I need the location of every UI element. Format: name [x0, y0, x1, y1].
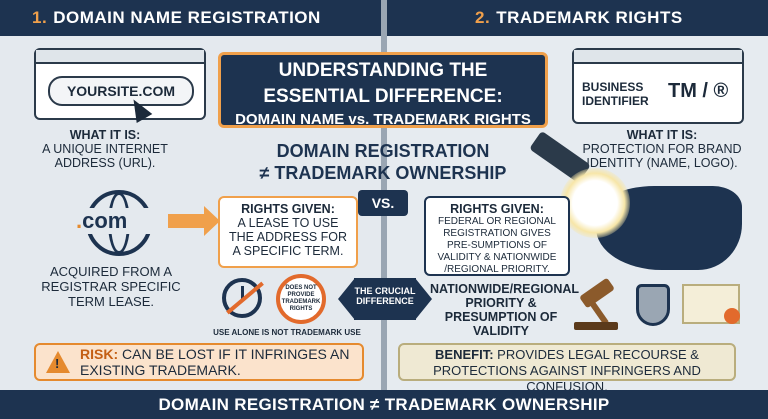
arrow-right-icon — [168, 214, 206, 228]
seal-icon — [724, 308, 740, 324]
left-header-title: DOMAIN NAME REGISTRATION — [53, 8, 321, 27]
footer-banner: DOMAIN REGISTRATION ≠ TRADEMARK OWNERSHI… — [0, 390, 768, 419]
dot-com-text: com — [82, 208, 128, 233]
left-rights-text: A LEASE TO USE THE ADDRESS FOR A SPECIFI… — [228, 216, 348, 258]
crucial-difference-text: THE CRUCIAL DIFFERENCE — [354, 286, 416, 306]
risk-box: ! RISK: CAN BE LOST IF IT INFRINGES AN E… — [34, 343, 364, 381]
right-rights-box: RIGHTS GIVEN: FEDERAL OR REGIONAL REGIST… — [424, 196, 570, 276]
right-rights-text: FEDERAL OR REGIONAL REGISTRATION GIVES P… — [437, 216, 557, 275]
shield-icon — [636, 284, 670, 326]
title-line-2: ESSENTIAL DIFFERENCE: — [263, 86, 503, 107]
left-what-label: WHAT IT IS: — [69, 128, 141, 142]
no-sign-text: DOES NOT PROVIDE TRADEMARK RIGHTS — [281, 285, 321, 312]
warning-icon: ! — [46, 351, 70, 373]
benefit-box: BENEFIT: PROVIDES LEGAL RECOURSE & PROTE… — [398, 343, 736, 394]
main-title-box: UNDERSTANDING THE ESSENTIAL DIFFERENCE: … — [218, 52, 548, 128]
business-identifier-text: BUSINESS IDENTIFIER — [582, 80, 649, 108]
title-line-1: UNDERSTANDING THE — [278, 60, 488, 81]
title-line-3: DOMAIN NAME vs. TRADEMARK RIGHTS — [235, 111, 531, 128]
use-alone-text: USE ALONE IS NOT TRADEMARK USE — [213, 328, 361, 337]
tm-symbol: TM / ® — [668, 80, 729, 102]
left-section-header: 1. DOMAIN NAME REGISTRATION — [0, 0, 381, 36]
acquired-text: ACQUIRED FROM A REGISTRAR SPECIFIC TERM … — [41, 264, 181, 309]
dot-com-dot: . — [76, 208, 83, 233]
trademark-card-icon: BUSINESS IDENTIFIER TM / ® — [572, 48, 744, 124]
url-bar: YOURSITE.COM — [48, 76, 194, 106]
priority-text: NATIONWIDE/REGIONAL PRIORITY & PRESUMPTI… — [430, 282, 580, 338]
right-header-number: 2. — [475, 8, 491, 27]
right-section-header: 2. TRADEMARK RIGHTS — [387, 0, 768, 36]
left-what-text: A UNIQUE INTERNET ADDRESS (URL). — [42, 142, 168, 170]
legal-icons — [574, 277, 744, 334]
right-what-it-is: WHAT IT IS: PROTECTION FOR BRAND IDENTIT… — [574, 128, 750, 170]
stopwatch-icon — [222, 278, 264, 318]
right-header-title: TRADEMARK RIGHTS — [496, 8, 683, 27]
risk-content: RISK: CAN BE LOST IF IT INFRINGES AN EXI… — [80, 346, 362, 378]
right-what-text: PROTECTION FOR BRAND IDENTITY (NAME, LOG… — [582, 142, 742, 170]
vs-badge: VS. — [358, 190, 408, 216]
risk-text: CAN BE LOST IF IT INFRINGES AN EXISTING … — [80, 346, 350, 378]
left-header-number: 1. — [32, 8, 48, 27]
spotlight-beam-icon — [560, 168, 630, 238]
arrow-head-icon — [204, 206, 220, 236]
risk-label: RISK: — [80, 346, 119, 362]
right-rights-label: RIGHTS GIVEN: — [450, 202, 544, 216]
left-what-it-is: WHAT IT IS: A UNIQUE INTERNET ADDRESS (U… — [20, 128, 190, 170]
crucial-difference-arrow: THE CRUCIAL DIFFERENCE — [338, 272, 432, 326]
center-statement: DOMAIN REGISTRATION ≠ TRADEMARK OWNERSHI… — [218, 140, 548, 184]
benefit-label: BENEFIT: — [435, 347, 494, 362]
right-what-label: WHAT IT IS: — [626, 128, 698, 142]
center-statement-line-1: DOMAIN REGISTRATION — [276, 141, 490, 161]
certificate-icon — [682, 284, 740, 324]
dot-com-label: .com — [70, 208, 170, 234]
no-sign-icon: DOES NOT PROVIDE TRADEMARK RIGHTS — [276, 274, 326, 324]
browser-window-icon: YOURSITE.COM — [34, 48, 206, 120]
left-rights-label: RIGHTS GIVEN: — [241, 202, 335, 216]
center-statement-line-2: ≠ TRADEMARK OWNERSHIP — [259, 163, 507, 183]
left-rights-box: RIGHTS GIVEN: A LEASE TO USE THE ADDRESS… — [218, 196, 358, 268]
